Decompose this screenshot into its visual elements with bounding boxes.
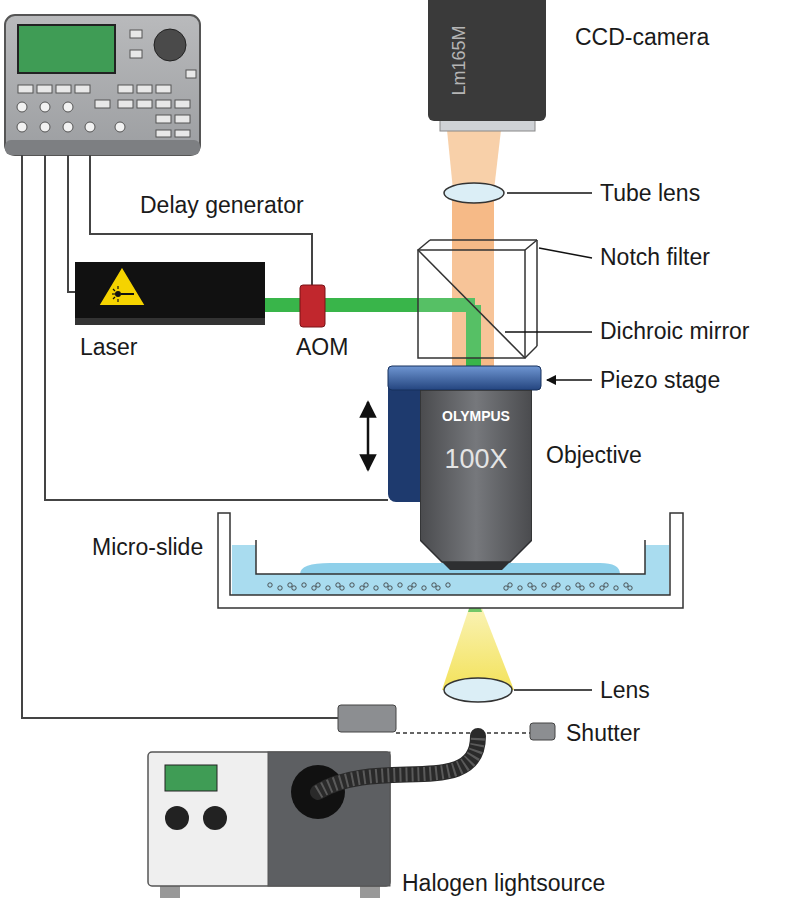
part-label: Laser <box>80 334 138 360</box>
tube-lens <box>444 183 504 203</box>
shutter <box>338 705 555 740</box>
motion-arrow <box>367 402 370 470</box>
brand-label: OLYMPUS <box>442 408 510 424</box>
laser-source <box>75 262 265 325</box>
fiber-guide <box>318 736 478 792</box>
part-label: Delay generator <box>140 192 304 218</box>
part-label: Shutter <box>566 720 640 746</box>
condenser-lens <box>444 678 512 702</box>
control-wires <box>22 155 388 718</box>
part-label: Notch filter <box>600 244 710 270</box>
fiber-ribs <box>318 736 478 792</box>
part-label: Piezo stage <box>600 367 720 393</box>
part-label: Objective <box>546 442 642 468</box>
filter-cube <box>418 240 537 358</box>
part-label: Tube lens <box>600 180 700 206</box>
part-label: Lens <box>600 677 650 703</box>
model-label: Lm165M <box>449 25 470 95</box>
part-label: AOM <box>296 334 348 360</box>
part-label: Micro-slide <box>92 534 203 560</box>
aom-crystal <box>300 285 325 327</box>
part-label: CCD-camera <box>575 24 709 50</box>
camera-body: Lm165M <box>428 0 546 121</box>
part-label: Dichroic mirror <box>600 318 750 344</box>
magnification-label: 100X <box>444 444 507 475</box>
delay-generator-device <box>5 15 200 155</box>
part-label: Halogen lightsource <box>402 870 605 896</box>
objective-body: OLYMPUS 100X <box>420 390 532 570</box>
